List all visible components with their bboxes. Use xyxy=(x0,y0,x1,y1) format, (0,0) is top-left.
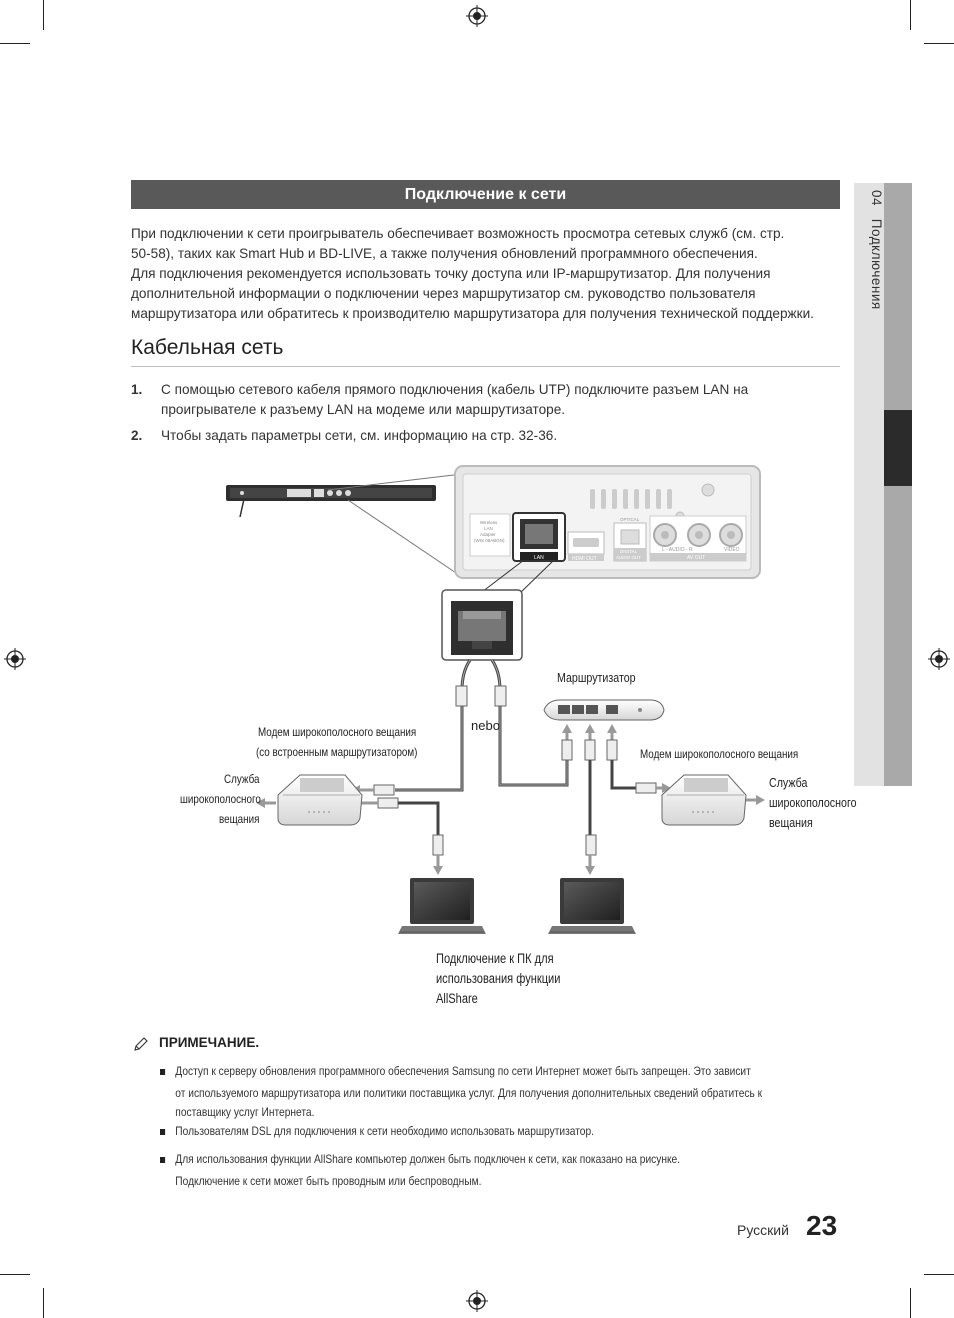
panel-wireless-label: (WIS 09ABGN) xyxy=(474,538,505,543)
crop-mark xyxy=(0,1274,30,1275)
service-right-label: широкополосного xyxy=(769,795,857,810)
footer-language: Русский xyxy=(737,1222,789,1238)
section-title: Подключение к сети xyxy=(131,180,840,209)
crop-mark xyxy=(910,0,911,30)
pencil-icon xyxy=(134,1037,148,1051)
crop-mark xyxy=(43,1288,44,1318)
panel-wireless-label: Adapter xyxy=(480,532,496,537)
chapter-number: 04 xyxy=(869,190,884,207)
chapter-tab-marker xyxy=(884,410,912,486)
crop-mark xyxy=(43,0,44,30)
chapter-label: 04 Подключения xyxy=(869,190,884,310)
note-text: Подключение к сети может быть проводным … xyxy=(175,1174,482,1188)
panel-wireless-label: LAN xyxy=(484,526,493,531)
crop-mark xyxy=(924,43,954,44)
modem-device xyxy=(661,774,747,826)
note-text: поставщику услуг Интернета. xyxy=(175,1105,315,1119)
router-label: Маршрутизатор xyxy=(557,670,636,685)
panel-digital-label: DIGITAL xyxy=(620,549,638,554)
heading-rule xyxy=(131,366,840,367)
note-item: Пользователям DSL для подключения к сети… xyxy=(160,1120,821,1142)
step-item: 1. С помощью сетевого кабеля прямого под… xyxy=(131,380,841,420)
laptop-icon xyxy=(548,878,636,934)
note-text: Пользователям DSL для подключения к сети… xyxy=(175,1124,594,1138)
panel-lan-label: LAN xyxy=(534,555,544,561)
note-list: Доступ к серверу обновления программного… xyxy=(160,1060,820,1194)
step-number: 2. xyxy=(131,428,143,443)
intro-line: маршрутизатора или обратитесь к производ… xyxy=(131,306,814,321)
rear-panel-zoom: Wireless LAN Adapter (WIS 09ABGN) LAN HD… xyxy=(454,465,761,579)
router-device xyxy=(543,699,665,721)
chapter-title: Подключения xyxy=(869,218,884,310)
registration-mark-icon xyxy=(466,1290,488,1312)
crop-mark xyxy=(910,1288,911,1318)
note-text: Доступ к серверу обновления программного… xyxy=(175,1064,751,1078)
service-left-label: вещания xyxy=(219,812,260,826)
modem-router-label: (со встроенным маршрутизатором) xyxy=(256,745,418,759)
crop-mark xyxy=(0,43,30,44)
laptop-icon xyxy=(398,878,486,934)
modem-label: Модем широкополосного вещания xyxy=(640,747,799,761)
step-text: С помощью сетевого кабеля прямого подклю… xyxy=(161,382,749,397)
panel-audio-out-label: AUDIO OUT xyxy=(616,555,641,560)
pc-connection-label: AllShare xyxy=(436,991,478,1006)
crop-mark xyxy=(924,1274,954,1275)
step-text: проигрывателе к разъему LAN на модеме ил… xyxy=(161,402,566,417)
intro-line: дополнительной информации о подключении … xyxy=(131,286,756,301)
step-number: 1. xyxy=(131,382,143,397)
note-title: ПРИМЕЧАНИЕ. xyxy=(159,1035,260,1050)
step-text: Чтобы задать параметры сети, см. информа… xyxy=(161,428,558,443)
note-item: Для использования функции AllShare компь… xyxy=(160,1148,821,1192)
panel-video-label: VIDEO xyxy=(724,547,740,553)
chapter-tab xyxy=(854,183,884,786)
bullet-icon xyxy=(160,1129,166,1135)
modem-router-device xyxy=(277,774,363,826)
steps-list: 1. С помощью сетевого кабеля прямого под… xyxy=(131,380,841,452)
panel-av-out-label: AV OUT xyxy=(687,555,705,561)
registration-mark-icon xyxy=(4,648,26,670)
bullet-icon xyxy=(160,1157,166,1163)
pc-connection-label: использования функции xyxy=(436,971,561,986)
panel-wireless-label: Wireless xyxy=(480,520,498,525)
bullet-icon xyxy=(160,1069,166,1075)
lan-port-closeup xyxy=(441,589,523,661)
panel-audio-label: L - AUDIO - R xyxy=(662,547,693,553)
cable-connector xyxy=(455,685,507,707)
registration-mark-icon xyxy=(928,648,950,670)
panel-hdmi-label: HDMI OUT xyxy=(572,556,597,562)
service-right-label: вещания xyxy=(769,815,813,830)
step-item: 2. Чтобы задать параметры сети, см. инфо… xyxy=(131,426,841,446)
page-number: 23 xyxy=(806,1210,838,1241)
service-left-label: широкополосного xyxy=(180,792,261,806)
modem-router-label: Модем широкополосного вещания xyxy=(258,725,417,739)
pc-connection-label: Подключение к ПК для xyxy=(436,951,554,966)
subsection-heading: Кабельная сеть xyxy=(131,336,284,359)
registration-mark-icon xyxy=(466,5,488,27)
intro-line: При подключении к сети проигрыватель обе… xyxy=(131,226,785,241)
network-diagram: Wireless LAN Adapter (WIS 09ABGN) LAN HD… xyxy=(226,465,765,934)
panel-optical-label: OPTICAL xyxy=(620,517,640,522)
player-rear-panel xyxy=(226,485,436,518)
service-right-label: Служба xyxy=(769,775,808,790)
note-text: от используемого маршрутизатора или поли… xyxy=(175,1086,763,1100)
note-text: Для использования функции AllShare компь… xyxy=(175,1152,681,1166)
nebo-label: nebo xyxy=(471,718,500,733)
intro-line: 50-58), таких как Smart Hub и BD-LIVE, а… xyxy=(131,246,758,261)
note-item: Доступ к серверу обновления программного… xyxy=(160,1060,821,1120)
intro-line: Для подключения рекомендуется использова… xyxy=(131,266,771,281)
service-left-label: Служба xyxy=(224,772,260,786)
intro-paragraph: При подключении к сети проигрыватель обе… xyxy=(131,224,843,324)
